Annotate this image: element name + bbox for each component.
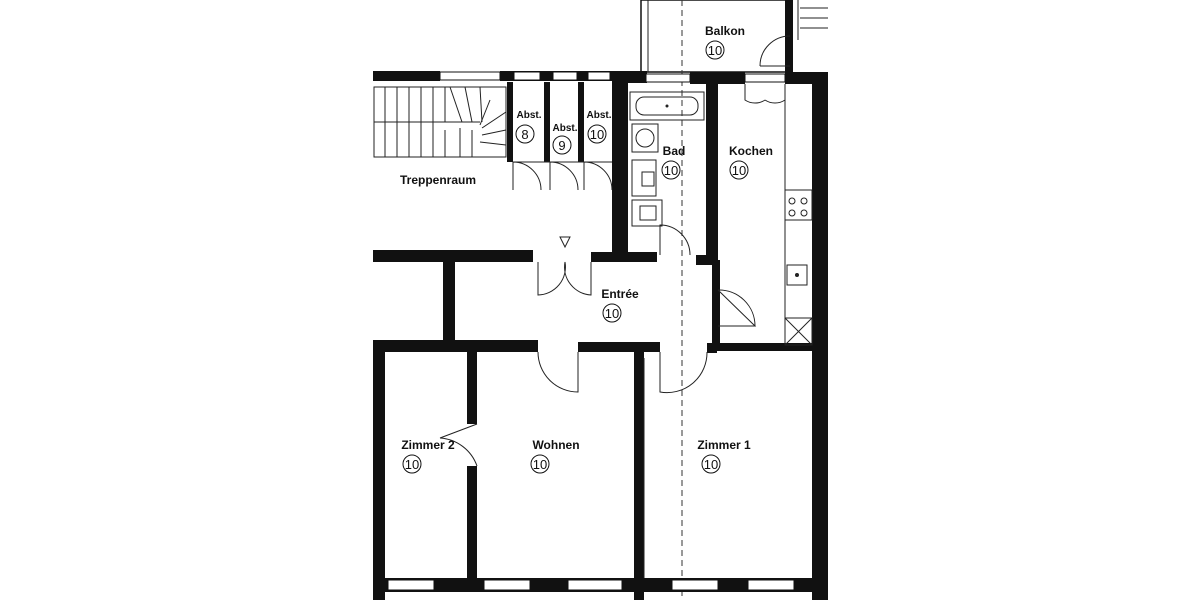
balcony-area [640,0,828,600]
kitchen-fixtures [717,84,813,346]
room-number: 10 [704,457,718,472]
room-zimmer-2: Zimmer 2 10 [401,438,455,474]
doors [439,236,708,578]
room-label: Treppenraum [400,173,476,187]
room-number: 8 [521,127,528,142]
room-label: Balkon [705,24,745,38]
room-number: 10 [533,457,547,472]
room-bad: Bad 10 [661,144,686,180]
room-number: 10 [605,306,619,321]
room-number: 10 [405,457,419,472]
room-label: Abst. [517,110,542,121]
room-entree: Entrée 10 [601,287,639,323]
room-label: Zimmer 1 [697,438,751,452]
room-label: Zimmer 2 [401,438,455,452]
room-number: 10 [664,163,678,178]
room-abst-8: Abst. 8 [515,110,542,144]
room-number: 9 [558,138,565,153]
room-abst-9: Abst. 9 [552,123,578,155]
windows [387,71,795,591]
room-balkon: Balkon 10 [705,24,745,60]
room-abst-10: Abst. 10 [587,110,612,144]
room-label: Abst. [587,110,612,121]
room-label: Wohnen [532,438,579,452]
room-number: 10 [590,127,604,142]
room-label: Kochen [729,144,773,158]
room-wohnen: Wohnen 10 [530,438,580,474]
room-label: Entrée [601,287,639,301]
room-number: 10 [732,163,746,178]
room-kochen: Kochen 10 [729,144,773,180]
room-label: Abst. [553,123,578,134]
room-label: Bad [663,144,686,158]
bathroom-fixtures [629,91,705,256]
stair-icon [373,86,507,158]
room-number: 10 [708,43,722,58]
storage-doors [512,161,613,191]
room-zimmer-1: Zimmer 1 10 [697,438,751,474]
room-treppenraum: Treppenraum [400,173,476,187]
